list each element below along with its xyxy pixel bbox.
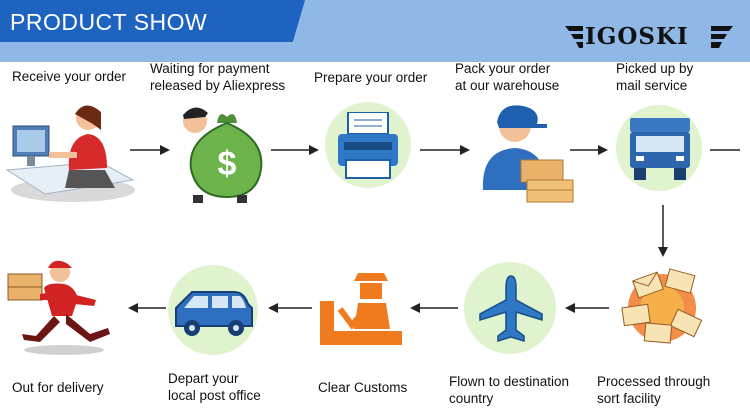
money-bag-icon: $	[183, 107, 263, 203]
logo-wing-left-icon	[565, 26, 583, 48]
brand-name: IGOSKI	[585, 23, 689, 50]
step-label: Out for delivery	[12, 380, 104, 395]
page-title: PRODUCT SHOW	[10, 9, 208, 35]
brand-logo: IGOSKI	[565, 22, 735, 52]
airplane-icon	[479, 275, 543, 343]
arrow-left-icon	[565, 303, 609, 313]
arrow-right-icon	[271, 145, 319, 155]
arrow-right-icon	[420, 145, 470, 155]
step-label: Receive your order	[12, 69, 127, 84]
printer-icon	[338, 112, 398, 179]
arrow-left-icon	[410, 303, 458, 313]
sort-facility-icon	[621, 268, 703, 344]
svg-text:$: $	[218, 145, 237, 183]
truck-icon	[630, 118, 690, 180]
courier-icon	[7, 260, 110, 355]
customs-officer-icon	[320, 273, 402, 345]
logo-wing-right-icon	[711, 26, 733, 48]
computer-operator-icon	[5, 105, 135, 202]
arrow-down-icon	[658, 205, 668, 257]
arrow-right-icon	[570, 145, 608, 155]
step-label: Clear Customs	[318, 380, 408, 395]
arrow-right-icon	[130, 145, 170, 155]
arrow-left-icon	[128, 303, 166, 313]
van-icon	[175, 291, 253, 336]
warehouse-worker-icon	[482, 105, 574, 203]
step-label: Prepare your order	[314, 70, 428, 85]
arrow-right-icon	[710, 149, 740, 151]
header-tab: PRODUCT SHOW	[0, 0, 305, 42]
arrow-left-icon	[268, 303, 312, 313]
